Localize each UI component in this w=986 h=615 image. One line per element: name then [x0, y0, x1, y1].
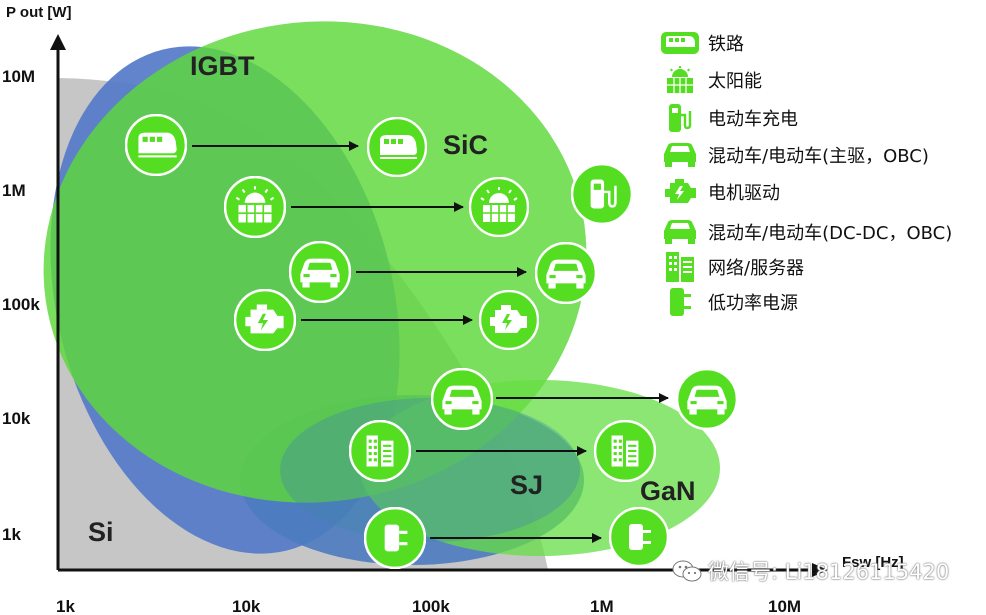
legend-item-ev-dcdc: 混动车/电动车(DC-DC，OBC) [658, 217, 952, 247]
car-icon [289, 241, 351, 303]
server-icon [594, 420, 656, 482]
wechat-icon [672, 560, 702, 582]
train-icon [658, 28, 702, 58]
legend-label: 混动车/电动车(主驱，OBC) [708, 146, 929, 167]
legend-item-ev-main: 混动车/电动车(主驱，OBC) [658, 140, 929, 170]
y-tick-10k: 10k [2, 409, 31, 428]
car-icon [431, 368, 493, 430]
car-icon [658, 140, 702, 170]
legend-item-server: 网络/服务器 [658, 252, 804, 282]
legend-label: 铁路 [708, 34, 744, 55]
sj-label: SJ [510, 470, 543, 500]
train-icon [367, 117, 427, 177]
legend-label: 低功率电源 [708, 293, 798, 314]
watermark: 微信号: Li18126115420 [672, 556, 949, 586]
server-icon [658, 252, 702, 282]
legend-label: 混动车/电动车(DC-DC，OBC) [708, 223, 953, 244]
y-axis-arrow [50, 34, 66, 50]
motor-icon [658, 177, 702, 207]
x-tick-1M: 1M [590, 597, 614, 615]
x-tick-10k: 10k [232, 597, 261, 615]
legend-item-railway: 铁路 [658, 28, 744, 58]
x-axis-arrow [812, 563, 828, 577]
car-icon [676, 368, 738, 430]
ev-charger-icon [571, 163, 633, 225]
x-tick-10M: 10M [768, 597, 801, 615]
y-tick-1k: 1k [2, 525, 21, 544]
x-axis-title: Fsw [Hz] [842, 554, 904, 571]
legend-label: 电机驱动 [708, 183, 780, 204]
gan-label: GaN [640, 476, 696, 506]
si-label: Si [88, 517, 114, 547]
legend-label: 电动车充电 [708, 109, 798, 130]
sic-label: SiC [443, 130, 488, 160]
solar-icon [469, 177, 529, 237]
motor-icon [479, 290, 539, 350]
legend-item-ev-charging: 电动车充电 [658, 103, 798, 133]
server-icon [349, 420, 411, 482]
power-supply-icon [609, 507, 669, 567]
y-tick-1M: 1M [2, 181, 26, 200]
igbt-label: IGBT [190, 51, 255, 81]
solar-icon [658, 65, 702, 95]
legend-item-solar: 太阳能 [658, 65, 762, 95]
ev-charger-icon [658, 103, 702, 133]
x-tick-100k: 100k [412, 597, 450, 615]
train-icon [125, 114, 187, 176]
power-supply-icon [364, 507, 426, 569]
legend-label: 太阳能 [708, 71, 762, 92]
transition-arrows [192, 141, 669, 543]
power-supply-icon [658, 287, 702, 317]
watermark-text: 微信号: Li18126115420 [708, 560, 950, 584]
legend-item-power-supply: 低功率电源 [658, 287, 798, 317]
y-tick-100k: 100k [2, 295, 40, 314]
legend-label: 网络/服务器 [708, 258, 805, 279]
y-tick-10M: 10M [2, 67, 35, 86]
solar-icon [224, 176, 286, 238]
legend-item-motor: 电机驱动 [658, 177, 780, 207]
x-tick-1k: 1k [56, 597, 75, 615]
motor-icon [234, 289, 296, 351]
car-icon [658, 217, 702, 247]
y-axis-title: P out [W] [6, 4, 72, 21]
car-icon [535, 242, 597, 304]
